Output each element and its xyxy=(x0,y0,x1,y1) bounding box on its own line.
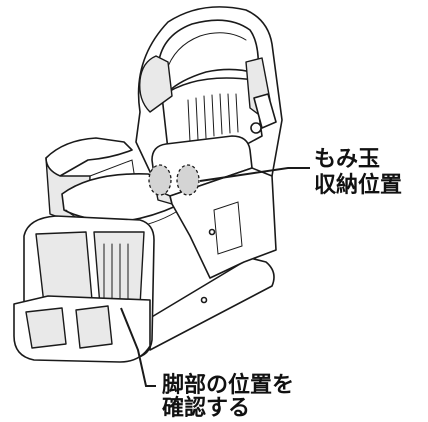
foot-rest-screw xyxy=(200,296,208,304)
foot-rest-left-slot xyxy=(25,307,67,349)
callout-storage-line2: 収納位置 xyxy=(314,173,403,198)
leader-line-storage xyxy=(199,167,310,182)
armrest-left xyxy=(45,137,133,177)
armrest-right-panel xyxy=(169,167,277,279)
armrest-right-screw xyxy=(208,228,216,236)
leg-rest-left-groove xyxy=(35,231,93,305)
callout-leg-line2: 確認する xyxy=(162,396,251,421)
leg-rest-ribs xyxy=(103,243,129,303)
back-cushion-ribs xyxy=(187,93,239,143)
headrest-seam xyxy=(165,32,247,73)
remote-holder xyxy=(253,93,277,129)
shoulder-wing-left xyxy=(139,55,173,113)
massage-ball-storage-left xyxy=(148,164,172,196)
chair-base xyxy=(149,257,275,351)
leg-rest-right-groove xyxy=(93,231,145,307)
remote-holder-knob xyxy=(250,122,262,134)
callout-leg-line1: 脚部の位置を xyxy=(162,373,295,398)
massage-ball-storage-right xyxy=(176,164,200,196)
foot-rest-right-slot xyxy=(75,305,113,349)
callout-storage-line1: もみ玉 xyxy=(314,147,381,172)
leader-line-leg xyxy=(120,307,156,387)
armrest-right-vent xyxy=(213,201,243,255)
headrest xyxy=(157,19,260,93)
